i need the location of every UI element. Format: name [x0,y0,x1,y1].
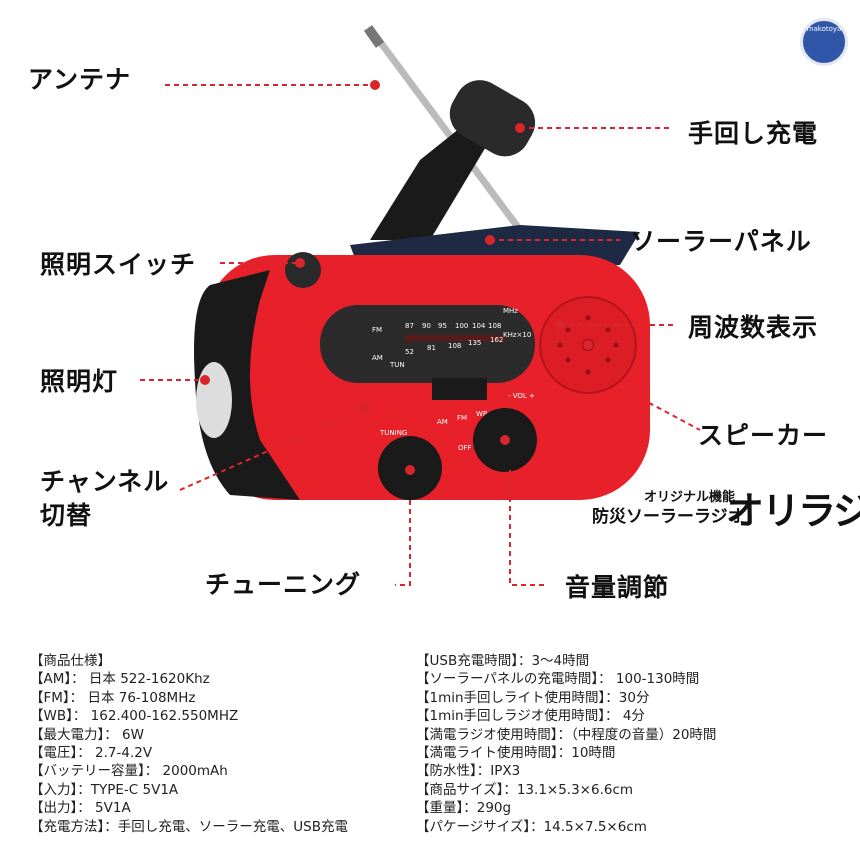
svg-text:52: 52 [405,348,414,356]
antenna [372,32,523,233]
label-channel: チャンネル [40,467,170,496]
label-frequency-display: 周波数表示 [688,313,819,342]
specs-left: 【商品仕様】【AM】： 日本 522-1620Khz【FM】： 日本 76-10… [30,653,348,835]
label-solar-panel: ソーラーパネル [630,227,812,256]
svg-text:WB: WB [476,410,488,418]
svg-text:100: 100 [455,322,468,330]
label-speaker: スピーカー [698,421,829,450]
specs-right: 【USB充電時間】：3～4時間【ソーラーパネルの充電時間】： 100-130時間… [416,653,717,835]
dial-am: AM [372,354,383,362]
svg-text:108: 108 [488,322,501,330]
makotoya-logo: makotoya [800,18,848,66]
band-switch [432,378,487,400]
label-tuning: チューニング [205,570,362,599]
hand-crank [370,120,490,240]
frequency-display [320,305,535,383]
svg-text:135: 135 [468,339,481,347]
svg-text:87: 87 [405,322,414,330]
label-volume: 音量調節 [565,573,670,602]
callout-lines [140,84,701,586]
label-antenna: アンテナ [28,65,132,94]
svg-text:- VOL +: - VOL + [508,392,535,400]
svg-text:OFF: OFF [458,444,472,452]
svg-text:95: 95 [438,322,447,330]
light-switch [285,252,321,288]
svg-text:81: 81 [427,344,436,352]
svg-text:108: 108 [448,342,461,350]
svg-text:TUNING: TUNING [379,429,407,437]
dial-fm: FM [372,326,382,334]
svg-text:MHz: MHz [503,307,518,315]
svg-text:TUN: TUN [389,361,405,369]
label-hand-crank: 手回し充電 [688,119,819,148]
flashlight [196,362,232,438]
svg-text:162: 162 [490,336,503,344]
svg-text:AM: AM [437,418,448,426]
label-flashlight: 照明灯 [40,367,119,396]
label-channel-switch: 切替 [40,501,93,530]
svg-text:90: 90 [422,322,431,330]
svg-text:104: 104 [472,322,486,330]
svg-text:KHz×10: KHz×10 [503,331,531,339]
svg-text:FM: FM [457,414,467,422]
label-light-switch: 照明スイッチ [40,250,197,279]
